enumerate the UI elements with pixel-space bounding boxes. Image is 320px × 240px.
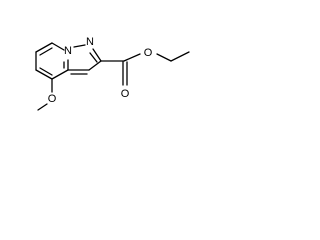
bond-c4-c5 [35, 69, 53, 80]
bond-inner-c4-c5 [39, 67, 53, 76]
bond-o-methoxy-ch3 [37, 103, 48, 111]
bond-inner-c7-c6 [39, 47, 53, 56]
atom-o-ester: O [144, 47, 153, 59]
bond-c6-n-bridge [51, 42, 65, 51]
bond-c3-c3b [88, 60, 102, 71]
bond-o-ester-ch2 [156, 53, 172, 62]
bond-c-carbonyl-o-ester [123, 53, 141, 62]
bond-c3a-c4 [51, 69, 69, 80]
bond-c7-c6 [35, 42, 53, 53]
bond-inner-n2-c3 [89, 52, 98, 63]
molecule-diagram: N N O O O [35, 36, 190, 111]
atom-o-carbonyl: O [121, 88, 130, 100]
atom-o-methoxy: O [48, 93, 57, 105]
bond-ch2-ch3 [170, 51, 190, 62]
atom-labels: N N O O O [48, 36, 153, 105]
atom-n2: N [86, 36, 94, 48]
bond-n-bridge-n2 [73, 44, 86, 48]
atom-n-bridge: N [64, 45, 72, 57]
bonds [35, 42, 190, 111]
bond-n2-c3 [92, 48, 102, 62]
